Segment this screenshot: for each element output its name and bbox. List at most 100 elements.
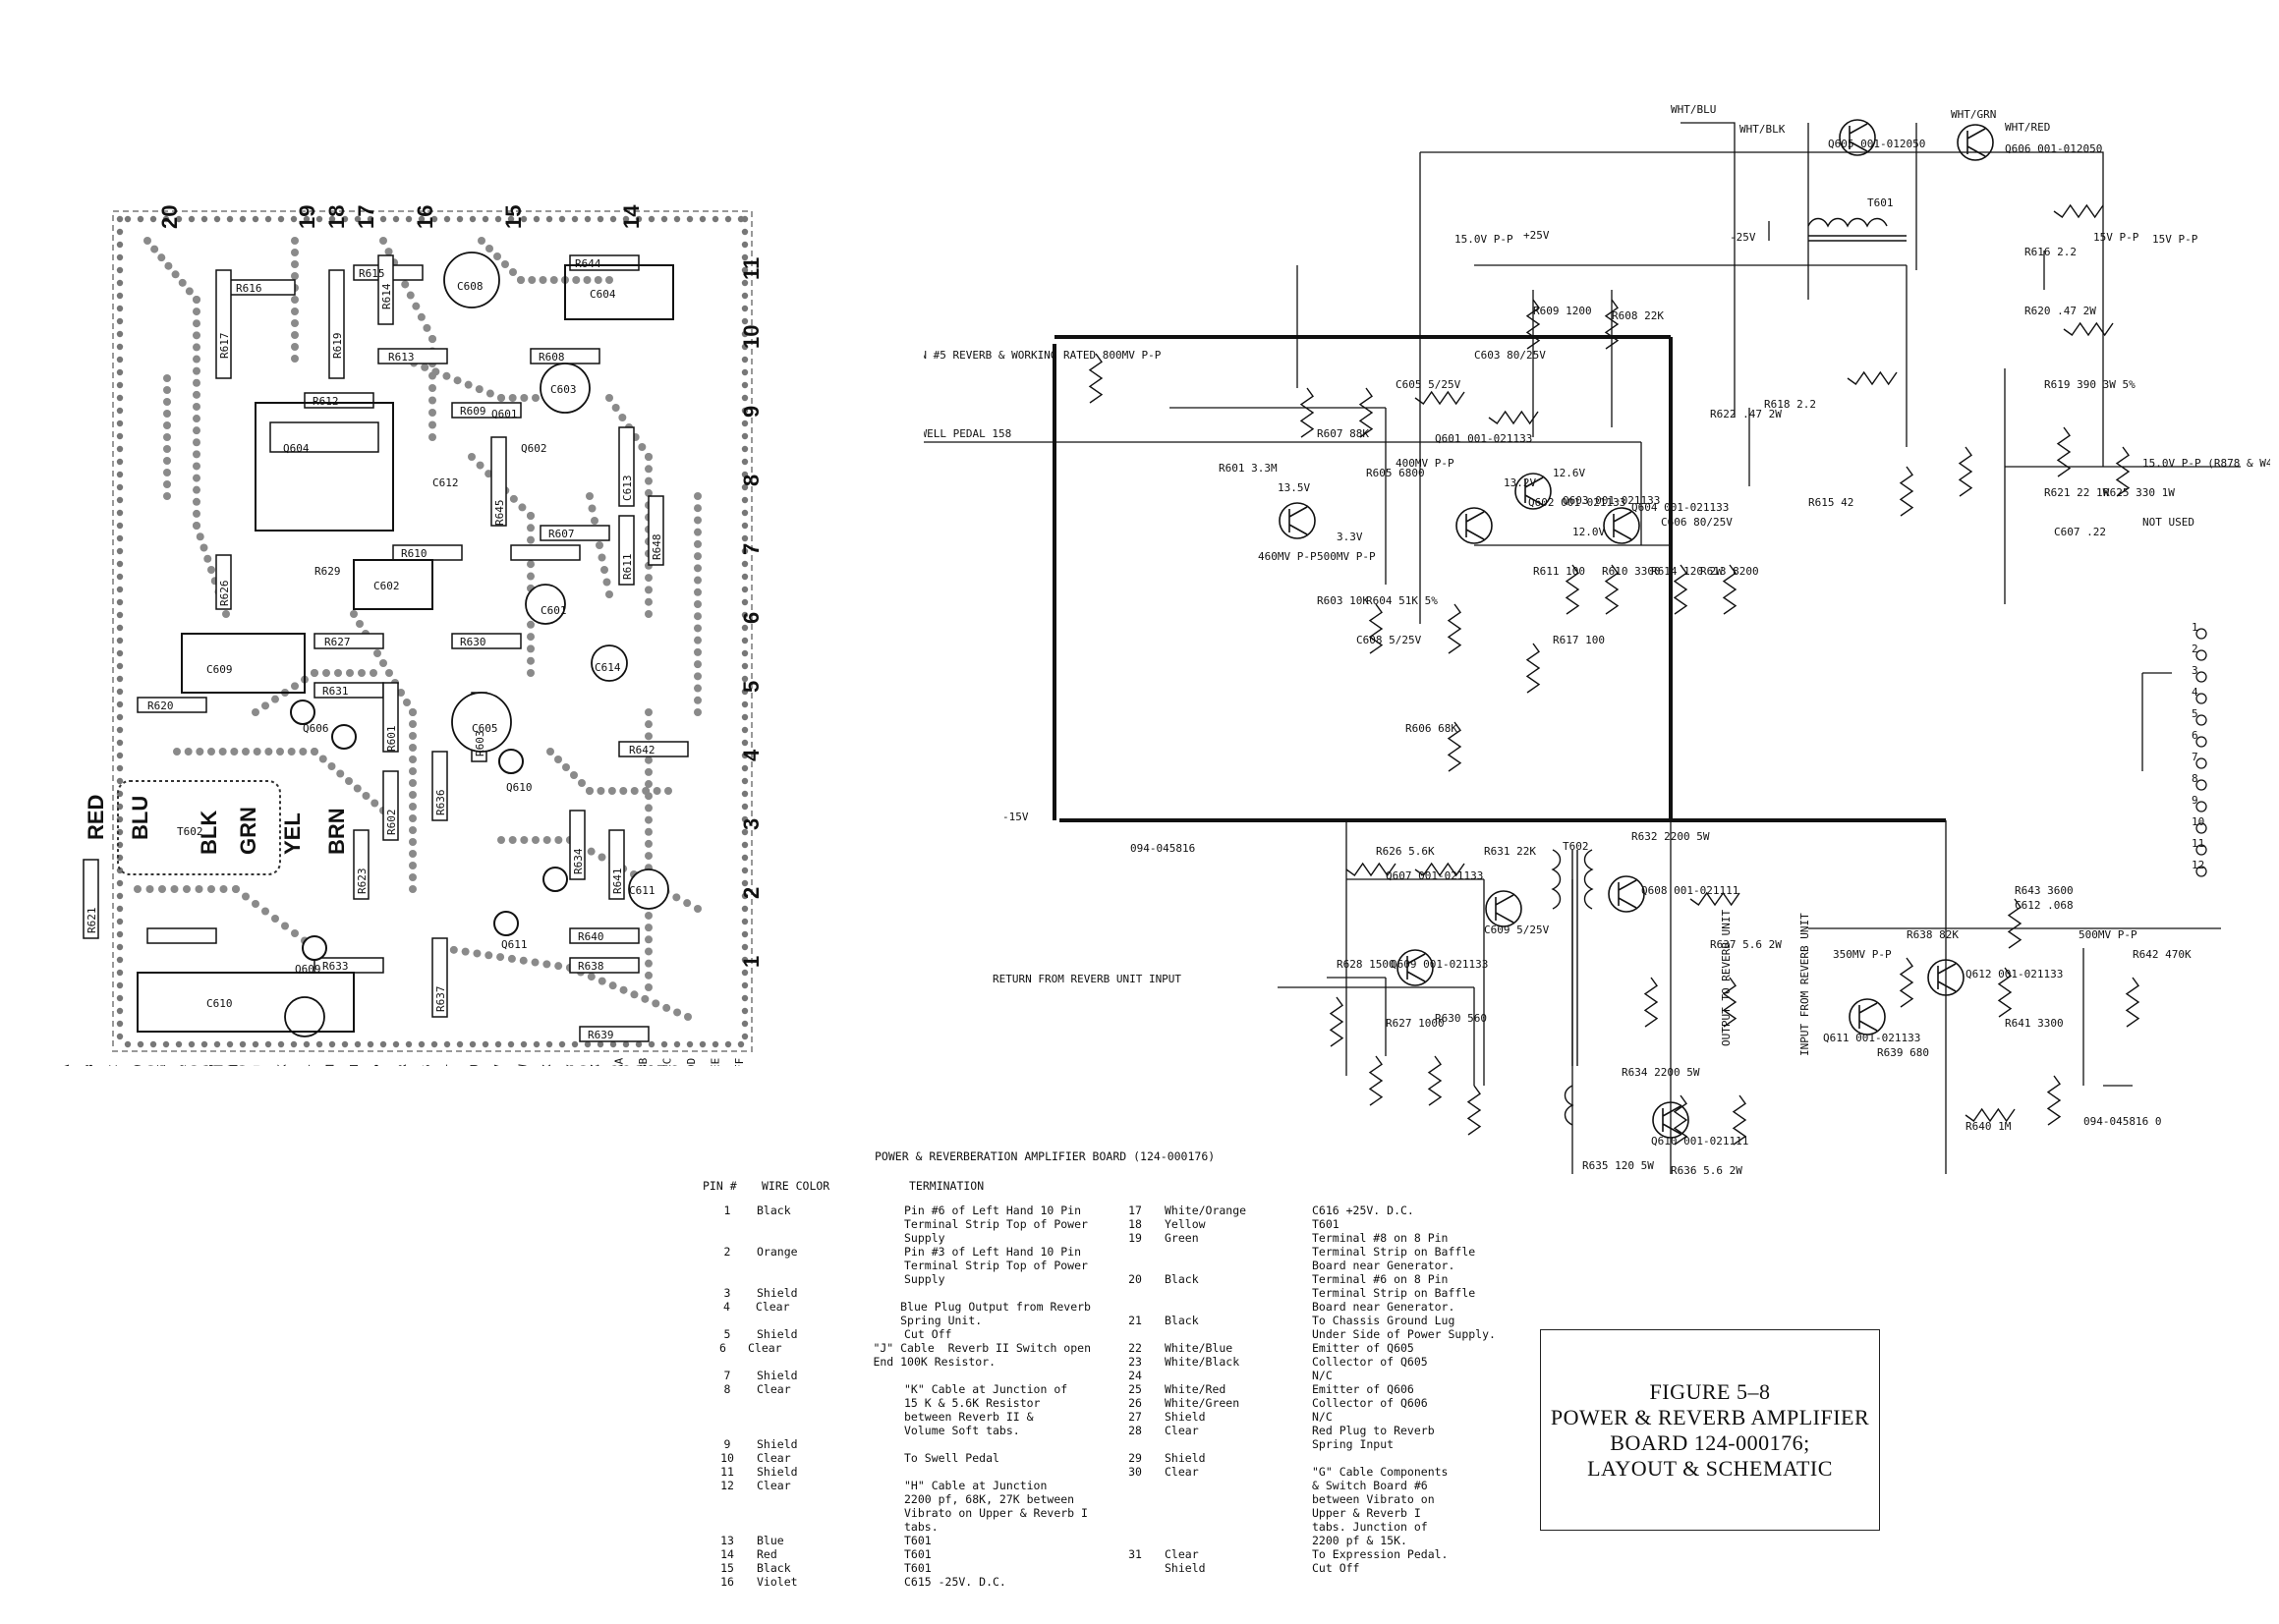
- trace-dot: [694, 600, 702, 608]
- termination: T601: [904, 1561, 932, 1575]
- capacitor: [443, 252, 500, 308]
- resistor-body: [328, 269, 345, 379]
- trace-dot: [193, 474, 200, 482]
- transistor-leads: [1849, 123, 1868, 152]
- wire-color: Shield: [757, 1369, 798, 1382]
- label-v132: 13.2V: [1504, 476, 1536, 489]
- resistor-body: [618, 741, 689, 757]
- pad-dot: [741, 305, 749, 312]
- label-v126: 12.6V: [1553, 467, 1585, 479]
- wire-color: White/Black: [1165, 1355, 1240, 1369]
- trace-dot: [299, 748, 308, 756]
- component-label: R601: [385, 726, 398, 753]
- component-label: R614: [380, 283, 393, 309]
- component-label: C614: [595, 661, 621, 674]
- component-label: Q604: [283, 442, 310, 455]
- pad-dot: [741, 905, 749, 913]
- top-pin-number: 20: [157, 205, 182, 229]
- pad-dot: [584, 1040, 592, 1048]
- resistor-body: [569, 957, 640, 974]
- capacitor: [628, 868, 669, 910]
- pad-dot: [741, 573, 749, 581]
- resistor-symbol: [1965, 1107, 2016, 1123]
- trace-dot: [608, 981, 617, 990]
- pin-number: 4: [722, 1300, 730, 1314]
- trace-dot: [619, 985, 628, 994]
- trace-dot: [475, 385, 484, 394]
- c609-capacitor: [181, 633, 306, 694]
- trace-dot: [673, 1008, 682, 1017]
- pad-dot: [741, 253, 749, 261]
- left-pin-number: 25: [59, 630, 64, 653]
- wire-table-title: POWER & REVERBERATION AMPLIFIER BOARD (1…: [875, 1149, 1216, 1163]
- resistor-symbol: [2125, 977, 2140, 1028]
- pad-dot: [116, 777, 124, 785]
- pin-number: 26: [1128, 1396, 1142, 1410]
- termination: Terminal #6 on 8 Pin Terminal Strip on B…: [1312, 1272, 1476, 1314]
- trace-dot: [645, 720, 653, 729]
- pad-dot: [741, 713, 749, 721]
- termination: C616 +25V. D.C.: [1312, 1204, 1414, 1217]
- pad-dot: [533, 215, 541, 223]
- trace-dot: [242, 892, 250, 901]
- trace-dot: [291, 296, 299, 304]
- label-v33: 3.3V: [1337, 531, 1363, 543]
- pad-dot: [200, 215, 208, 223]
- pad-dot: [456, 1040, 464, 1048]
- pad-dot: [494, 215, 502, 223]
- pad-dot: [558, 1040, 566, 1048]
- trace-dot: [356, 620, 364, 628]
- trace-dot: [291, 237, 299, 245]
- trace-dot: [384, 248, 393, 256]
- wire-color: Orange: [757, 1245, 798, 1259]
- t602-winding-b: [1583, 849, 1594, 910]
- trace-dot: [473, 949, 482, 958]
- trace-dot: [449, 945, 458, 954]
- pad-dot: [741, 317, 749, 325]
- trace-dot: [594, 276, 602, 284]
- transistor-q606: [1957, 124, 1994, 161]
- trace-dot: [645, 959, 653, 968]
- trace-dot: [193, 462, 200, 471]
- label-v135: 13.5V: [1278, 481, 1310, 494]
- resistor-symbol: [1899, 957, 1914, 1008]
- resistor-body: [451, 633, 522, 649]
- wire-driver: [1386, 441, 1671, 546]
- pin-number: [1106, 1561, 1165, 1575]
- pad-dot: [116, 547, 124, 555]
- trace-dot: [645, 947, 653, 956]
- wire-color: Blue: [757, 1534, 784, 1547]
- label-minus15: -15V: [1002, 811, 1029, 823]
- component-label: R644: [575, 257, 601, 270]
- pad-dot: [741, 292, 749, 300]
- pad-dot: [116, 637, 124, 644]
- component-label: R621: [85, 908, 98, 934]
- resistor-symbol: [1447, 721, 1462, 772]
- t602-core: [1571, 850, 1578, 1066]
- termination: Collector of Q605: [1312, 1355, 1428, 1369]
- resistor-symbol: [1329, 996, 1344, 1047]
- resistor-body: [451, 402, 522, 419]
- trace-dot: [588, 504, 597, 513]
- label-wht_blu: WHT/BLU: [1671, 103, 1716, 116]
- transistor-q607: [1485, 890, 1522, 927]
- label-r611: R611 100: [1533, 565, 1585, 578]
- trace-dot: [281, 922, 289, 930]
- pad-dot: [741, 432, 749, 440]
- trace-dot: [645, 610, 653, 618]
- label-r607: R607 88K: [1317, 427, 1369, 440]
- pad-dot: [673, 215, 681, 223]
- component-label: Q609: [295, 963, 321, 976]
- trace-dot: [442, 371, 451, 380]
- pad-dot: [741, 279, 749, 287]
- terminal-number: 4: [2192, 686, 2198, 699]
- resistor-symbol: [2056, 426, 2072, 477]
- transistor-leads: [1858, 1002, 1878, 1032]
- trace-dot: [645, 597, 653, 606]
- pad-dot: [456, 215, 464, 223]
- pad-dot: [741, 739, 749, 747]
